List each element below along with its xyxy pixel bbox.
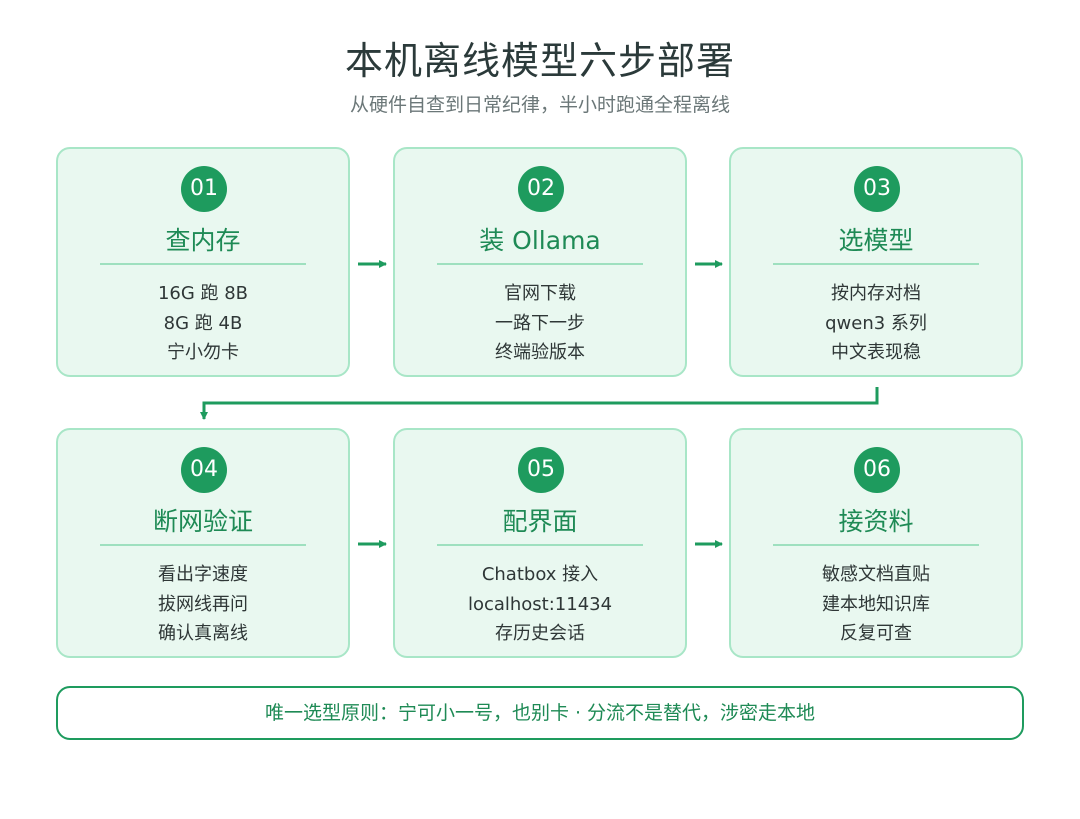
page-title: 本机离线模型六步部署 (344, 39, 735, 83)
step-details: 敏感文档直贴 建本地知识库 反复可查 (731, 560, 1021, 649)
step-number-badge: 01 (181, 166, 227, 212)
step-number-badge: 06 (854, 447, 900, 493)
step-divider (100, 544, 306, 546)
step-detail-line: 按内存对档 (831, 283, 921, 304)
step-card-4: 04 断网验证 看出字速度 拔网线再问 确认真离线 (56, 428, 350, 658)
step-number-badge: 05 (518, 447, 564, 493)
step-detail-line: Chatbox 接入 (481, 564, 599, 585)
arrow-3-to-4 (200, 387, 879, 420)
step-divider (773, 544, 979, 546)
step-detail-line: 官网下载 (504, 283, 576, 304)
step-detail-line: 中文表现稳 (831, 342, 921, 363)
step-detail-line: 看出字速度 (158, 564, 248, 585)
step-title: 选模型 (838, 226, 914, 255)
step-details: 看出字速度 拔网线再问 确认真离线 (58, 560, 348, 649)
step-detail-line: qwen3 系列 (825, 312, 927, 334)
step-title: 配界面 (502, 507, 578, 536)
step-card-2: 02 装 Ollama 官网下载 一路下一步 终端验版本 (393, 147, 687, 377)
step-divider (773, 263, 979, 265)
step-detail-line: 敏感文档直贴 (822, 564, 930, 585)
step-detail-line: 拔网线再问 (158, 593, 248, 615)
step-detail-line: 确认真离线 (158, 623, 248, 644)
step-detail-line: 8G 跑 4B (163, 312, 243, 334)
step-number-badge: 04 (181, 447, 227, 493)
step-number-badge: 02 (518, 166, 564, 212)
step-title: 装 Ollama (479, 226, 601, 255)
step-detail-line: 宁小勿卡 (167, 342, 239, 363)
step-detail-line: 反复可查 (840, 623, 912, 644)
step-detail-line: 建本地知识库 (822, 593, 930, 615)
step-divider (100, 263, 306, 265)
step-details: Chatbox 接入 localhost:11434 存历史会话 (395, 560, 685, 649)
step-detail-line: localhost:11434 (467, 593, 613, 615)
step-detail-line: 一路下一步 (495, 312, 585, 334)
step-details: 按内存对档 qwen3 系列 中文表现稳 (731, 279, 1021, 368)
step-card-1: 01 查内存 16G 跑 8B 8G 跑 4B 宁小勿卡 (56, 147, 350, 377)
step-card-6: 06 接资料 敏感文档直贴 建本地知识库 反复可查 (729, 428, 1023, 658)
step-title: 断网验证 (152, 507, 253, 536)
step-title: 接资料 (838, 507, 914, 536)
page-subtitle: 从硬件自查到日常纪律，半小时跑通全程离线 (349, 94, 730, 116)
step-detail-line: 16G 跑 8B (157, 283, 249, 304)
step-details: 官网下载 一路下一步 终端验版本 (395, 279, 685, 368)
principle-banner: 唯一选型原则：宁可小一号，也别卡 · 分流不是替代，涉密走本地 (56, 686, 1024, 740)
step-title: 查内存 (165, 226, 241, 255)
step-number-badge: 03 (854, 166, 900, 212)
step-card-3: 03 选模型 按内存对档 qwen3 系列 中文表现稳 (729, 147, 1023, 377)
step-divider (437, 263, 643, 265)
step-detail-line: 终端验版本 (495, 342, 585, 363)
step-details: 16G 跑 8B 8G 跑 4B 宁小勿卡 (58, 279, 348, 368)
step-detail-line: 存历史会话 (495, 623, 585, 644)
step-card-5: 05 配界面 Chatbox 接入 localhost:11434 存历史会话 (393, 428, 687, 658)
step-divider (437, 544, 643, 546)
